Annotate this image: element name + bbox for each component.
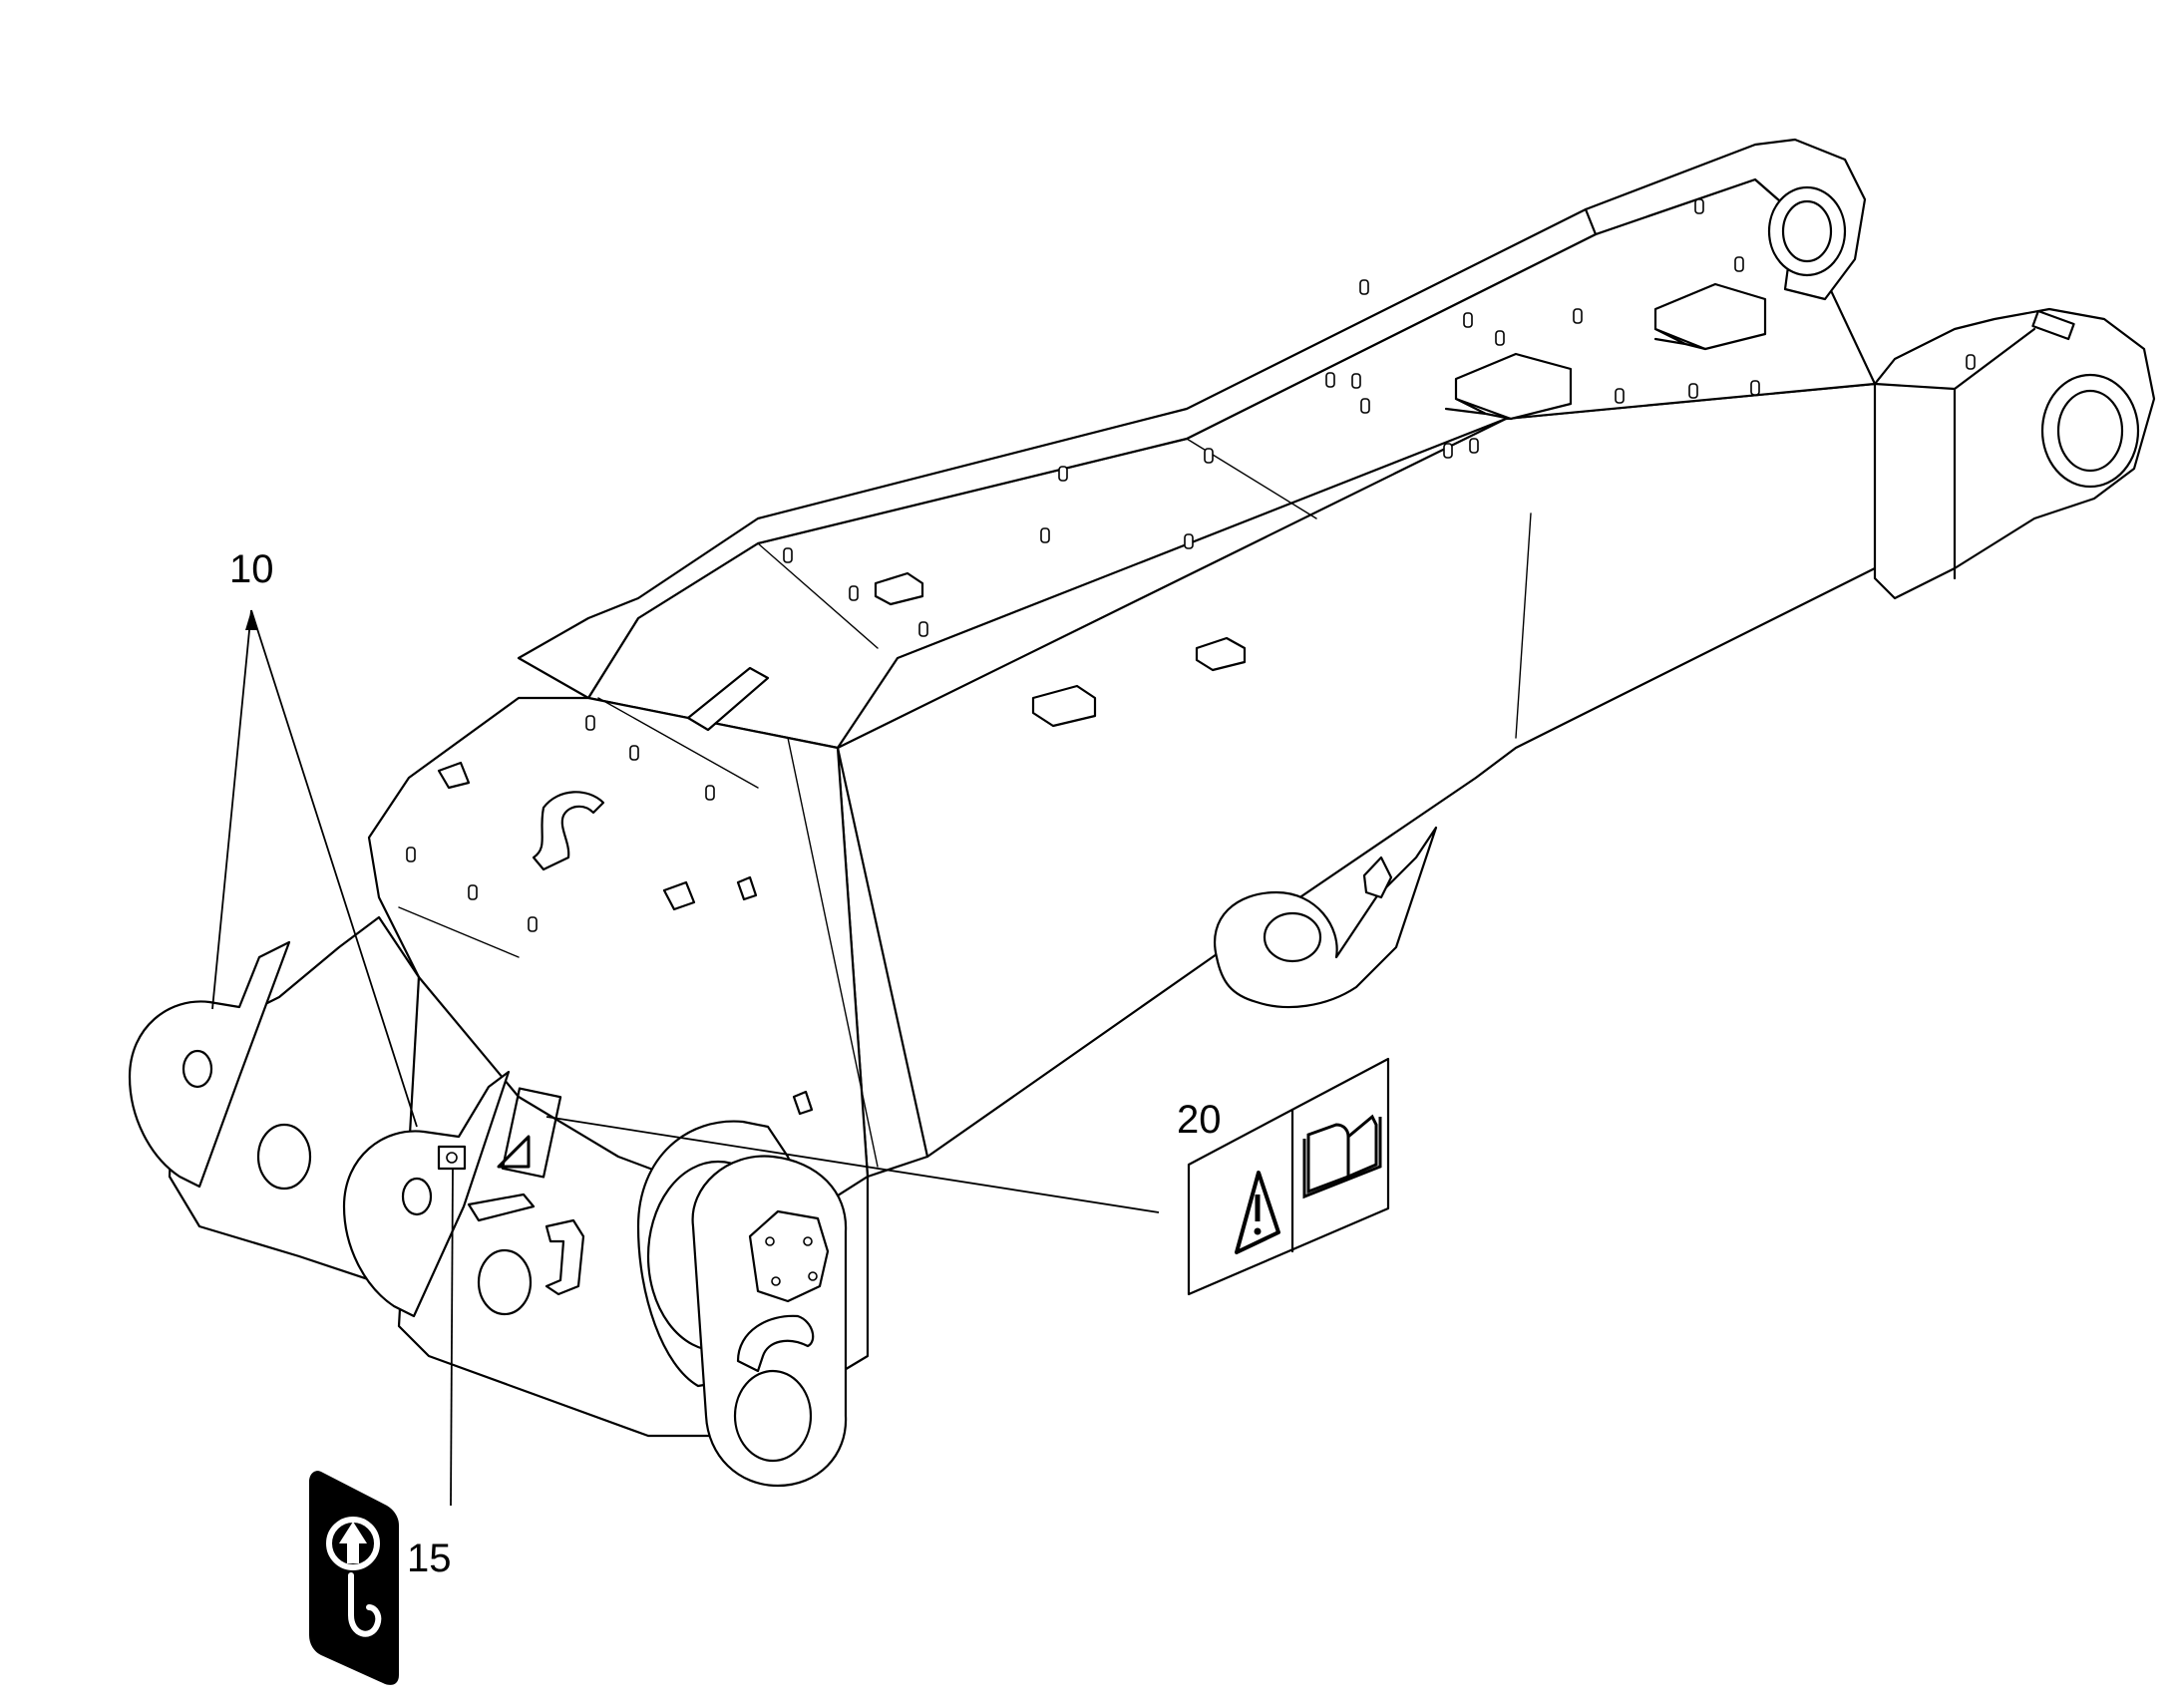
seam-5 (757, 542, 879, 649)
pad-plate (686, 666, 770, 732)
foot-left-boss-bore (182, 1049, 213, 1089)
decal-position-20-mark (497, 1135, 531, 1169)
nose-lug (2031, 309, 2075, 341)
leader-15 (450, 1168, 454, 1507)
leader-10-a (211, 609, 252, 1010)
underside-lug (1214, 826, 1438, 1009)
small-clip-1 (736, 875, 758, 901)
leader-10-b (250, 609, 418, 1128)
nose-bore-lower-inner (2056, 389, 2124, 473)
lifting-hook-icon (326, 1517, 382, 1637)
nose-bore-upper-inner (1781, 199, 1833, 263)
foot-link-cap (748, 1209, 830, 1303)
foot-right-boss-bore (401, 1177, 433, 1216)
small-clip-2 (792, 1090, 814, 1116)
nose-arm-lower-facet (1873, 327, 2036, 580)
underside-small-hook (1362, 855, 1393, 899)
foot-pad (467, 1193, 536, 1222)
read-manual-book-icon (1302, 1114, 1382, 1199)
seam-7 (398, 906, 520, 958)
small-bracket-2 (662, 880, 696, 911)
pad-3 (1195, 636, 1247, 672)
foot-left-plate-hole (256, 1123, 312, 1191)
foot-handle-c (545, 1218, 585, 1296)
arrowhead-10 (245, 610, 257, 630)
decal-15 (309, 1471, 399, 1685)
leader-lines (211, 609, 1160, 1507)
warning-triangle-icon (1235, 1171, 1280, 1254)
callout-20: 20 (1177, 1098, 1222, 1142)
small-bracket-1 (437, 761, 471, 790)
seam-2 (787, 737, 879, 1168)
cylinder-bracket-front-gusset (1444, 397, 1513, 421)
pad-1 (874, 571, 924, 606)
seam-6 (597, 697, 759, 789)
boom-assembly (128, 138, 2156, 1488)
leader-20 (545, 1116, 1160, 1213)
pad-2 (1031, 684, 1097, 728)
foot-link-bore (733, 1369, 813, 1463)
decal-20 (1187, 1057, 1390, 1296)
foot-right-plate-hole (477, 1248, 533, 1316)
underside-lug-bore (1263, 911, 1322, 963)
seam-1 (836, 746, 929, 1159)
callout-10: 10 (229, 547, 274, 591)
grease-fittings (406, 198, 1976, 932)
seam-3 (1515, 512, 1532, 739)
foot-link-handle (736, 1314, 815, 1373)
decal-position-20 (501, 1087, 562, 1179)
callout-15: 15 (407, 1537, 452, 1580)
decal-position-15 (437, 1145, 467, 1171)
hook-bracket-top (532, 791, 605, 871)
decal-20-frame (1187, 1057, 1390, 1296)
cylinder-bracket-rear-gusset (1653, 327, 1707, 351)
